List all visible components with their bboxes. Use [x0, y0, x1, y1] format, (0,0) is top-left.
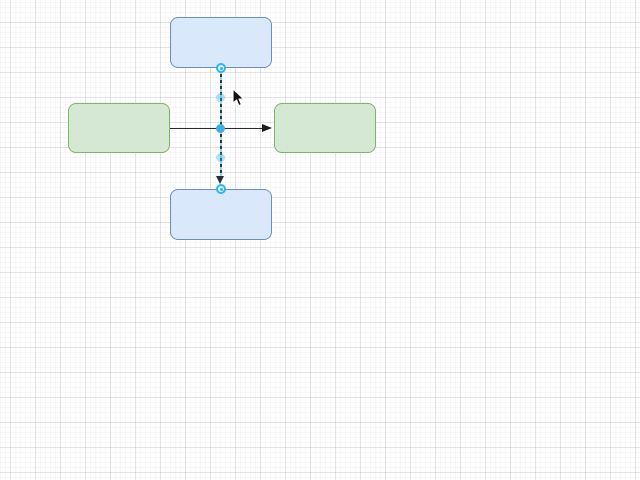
edge-source-endpoint-handle[interactable]	[216, 63, 226, 73]
arrowhead-right-icon	[262, 124, 272, 132]
edge-virtual-bend-handle-lower[interactable]	[216, 153, 225, 162]
edge-target-endpoint-handle[interactable]	[216, 184, 226, 194]
node-left-green[interactable]	[68, 103, 170, 153]
edge-midpoint-handle[interactable]	[216, 124, 225, 133]
arrowhead-down-icon	[216, 176, 224, 184]
node-right-green[interactable]	[274, 103, 376, 153]
edge-virtual-bend-handle-upper[interactable]	[216, 93, 225, 102]
mouse-cursor-icon	[232, 88, 245, 107]
node-top-blue[interactable]	[170, 17, 272, 68]
node-bottom-blue[interactable]	[170, 189, 272, 240]
